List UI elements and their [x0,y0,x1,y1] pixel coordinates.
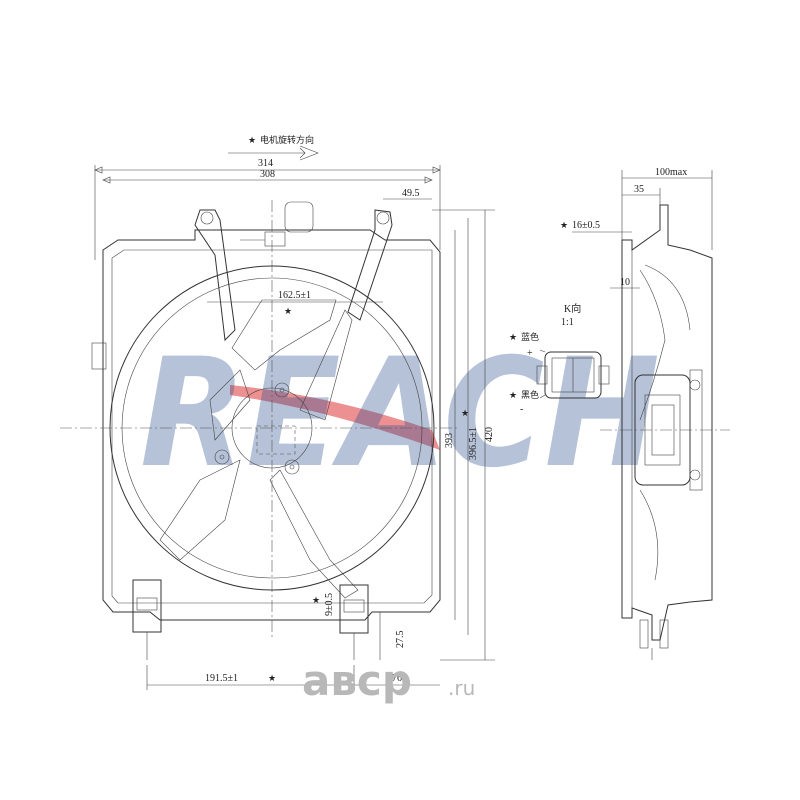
dim-27-5: 27.5 [395,631,406,649]
connector-detail: K向 1:1 ★ 蓝色 + ★ 黑色 - [509,302,610,415]
dim-9: 9±0.5 [324,593,335,616]
dim-162-5: 162.5±1 [278,290,311,301]
dim-191-5: 191.5±1 [205,673,238,684]
minus-sign: - [520,404,523,415]
wire-black-label: 黑色 [521,389,539,401]
star-icon: ★ [312,596,320,606]
view-scale: 1:1 [561,317,574,328]
dim-16: 16±0.5 [572,220,600,231]
watermark-text: REACH [140,327,660,501]
rotation-note: 电机旋转方向 [260,134,314,146]
dim-420: 420 [484,427,495,442]
star-icon: ★ [461,409,469,419]
dim-314: 314 [258,158,273,169]
dim-76: 76 [392,673,402,684]
side-view: 100max 35 ★ 16±0.5 10 [560,167,730,660]
dim-49-5: 49.5 [402,188,420,199]
star-icon: ★ [509,391,517,401]
dim-35: 35 [634,184,644,195]
star-icon: ★ [268,674,276,684]
brand-suffix: .ru [448,676,475,700]
view-label: K向 [564,302,581,315]
screw-icon [214,382,300,475]
wire-blue-label: 蓝色 [521,331,539,343]
abcp-logo: авср .ru [302,656,475,705]
reach-watermark: REACH [140,327,660,501]
star-icon: ★ [284,307,292,317]
star-icon: ★ [560,221,568,231]
plus-sign: + [527,348,533,359]
star-icon: ★ [248,136,256,146]
dim-308: 308 [260,169,275,180]
dim-393: 393 [444,433,455,448]
dim-396-5: 396.5±1 [468,427,479,460]
brand-text: авср [302,656,412,705]
dim-10: 10 [620,277,630,288]
front-view: ★ 电机旋转方向 314 308 49.5 162.5±1 ★ 393 ★ 39… [60,134,495,690]
star-icon: ★ [509,333,517,343]
dim-100max: 100max [655,167,687,178]
